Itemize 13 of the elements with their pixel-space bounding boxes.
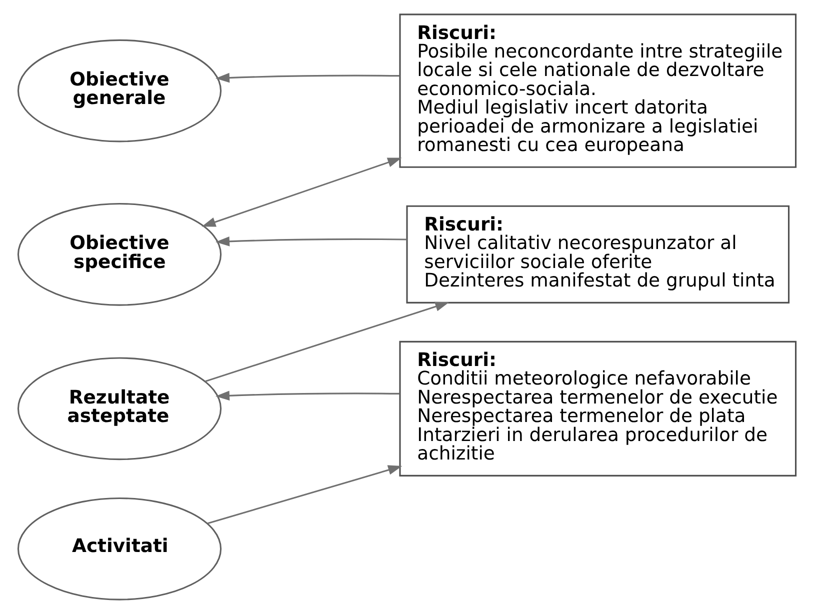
arrow (204, 302, 449, 382)
node-box: Riscuri: Conditii meteorologice nefavorabile Nerespectarea termenelor de executie Nerespectarea termenelor de plata Intarzieri in derularea procedurilor de achizitie (398, 340, 796, 476)
node-ellipse: Activitati (16, 497, 222, 600)
arrow (214, 72, 400, 83)
arrow (201, 158, 402, 227)
node-ellipse: Obiective specifice (16, 203, 222, 306)
arrow (214, 236, 406, 246)
arrow (206, 465, 402, 524)
node-box: Riscuri: Nivel calitativ necorespunzator al serviciilor sociale oferite Dezinteres manifestat de grupul tinta (406, 205, 790, 304)
node-ellipse: Obiective generale (16, 39, 222, 142)
node-box: Riscuri: Posibile neconcordante intre strategiile locale si cele nationale de dezvoltare economico-sociala. Mediul legislativ incert datorita perioadei de armonizare a legislatiei romanesti cu cea europeana (398, 14, 796, 168)
arrow (214, 390, 400, 401)
node-ellipse: Rezultate asteptate (16, 357, 222, 460)
